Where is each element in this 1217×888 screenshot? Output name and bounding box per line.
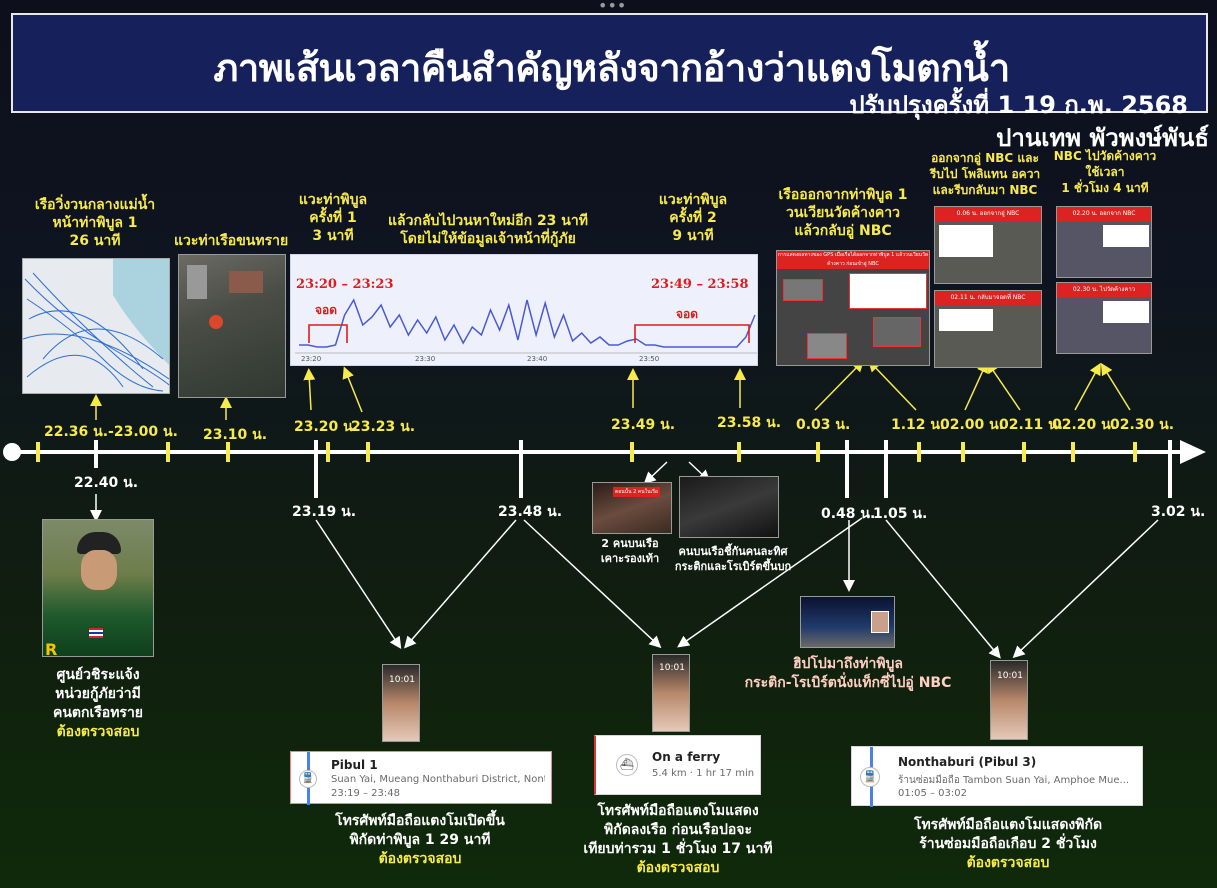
time-2320: 23.20 น. <box>294 419 359 435</box>
author-name: ปานเทพ พัวพงษ์พันธ์ <box>996 124 1209 152</box>
page-title: ภาพเส้นเวลาคืนสำคัญหลังจากอ้างว่าแตงโมตก… <box>213 46 1010 90</box>
location-card-pibul1[interactable]: 🚆 Pibul 1 Suan Yai, Mueang Nonthaburi Di… <box>290 751 552 805</box>
timeline-arrowhead <box>1180 440 1206 464</box>
time-0220: 02.20 น. <box>1052 417 1117 433</box>
xtick-1: 23:20 <box>301 355 322 363</box>
stop-label-1: จอด <box>315 303 338 317</box>
time-0105: 1.05 น. <box>873 506 928 522</box>
yellow-ticks <box>36 442 1137 462</box>
xtick-3: 23:40 <box>527 355 548 363</box>
time-2240: 22.40 น. <box>74 475 139 491</box>
timeline-start-dot <box>3 443 21 461</box>
phone-photo-3: 10:01 <box>990 660 1028 740</box>
flag-icon <box>89 628 103 638</box>
time-0230: 02.30 น. <box>1110 417 1175 433</box>
time-0048: 0.48 น. <box>821 506 876 522</box>
train-icon: 🚆 <box>299 770 317 788</box>
stop-label-2: จอด <box>676 307 699 321</box>
stop-range-2: 23:49 – 23:58 <box>651 277 749 292</box>
location-card-ferry[interactable]: ⛴ On a ferry 5.4 km · 1 hr 17 min <box>594 735 761 795</box>
time-2358: 23.58 น. <box>717 415 782 431</box>
xtick-4: 23:50 <box>639 355 660 363</box>
top-ellipsis: ••• <box>598 0 627 15</box>
white-ticks <box>94 440 1172 498</box>
time-2323: 23.23 น. <box>351 419 416 435</box>
speed-chart: 23:20 – 23:23 จอด 23:49 – 23:58 จอด 23:2… <box>290 254 758 366</box>
phone-note-2: โทรศัพท์มือถือแตงโมแสดง พิกัดลงเรือ ก่อน… <box>583 803 773 876</box>
update-note: ปรับปรุงครั้งที่ 1 19 ก.พ. 2568 <box>849 91 1188 119</box>
time-0200: 02.00 น. <box>940 417 1005 433</box>
map-inset-a: 0.06 น. ออกจากอู่ NBC <box>934 206 1042 284</box>
time-0003: 0.03 น. <box>796 417 851 433</box>
sand-pier-caption: แวะท่าเรือขนทราย <box>174 233 289 249</box>
badge-r: R <box>45 640 58 657</box>
search-caption: แล้วกลับไปวนหาใหม่อีก 23 นาทีโดยไม่ให้ข้… <box>388 213 588 247</box>
phone-photo-1: 10:01 <box>382 664 420 742</box>
time-2310: 23.10 น. <box>203 427 268 443</box>
sand-pier-satellite <box>178 254 286 398</box>
rescue-caption: ศูนย์วชิระแจ้ง หน่วยกู้ภัยว่ามี คนตกเรือ… <box>52 667 144 740</box>
time-2348: 23.48 น. <box>498 504 563 520</box>
stop-bracket-1 <box>308 324 348 343</box>
boat-photo-2 <box>679 476 779 538</box>
speed-plot <box>295 298 757 354</box>
speed-trace <box>299 298 756 348</box>
gps-inset-caption: การแสดงผลทางของ GPS เมื่อเรือได้ออกจากท่… <box>777 251 929 269</box>
map-inset-c: 02.20 น. ออกจาก NBC <box>1056 206 1152 278</box>
left-nbc-caption: ออกจากอู่ NBC และรีบไป โพลิแทน อควาและรี… <box>929 151 1041 197</box>
time-0211: 02.11 น. <box>999 417 1064 433</box>
time-2349: 23.49 น. <box>611 417 676 433</box>
phone-photo-2: 10:01 <box>652 654 690 732</box>
boat-caption-2: คนบนเรือชี้กันคนละทิศกระติกและโรเบิร์ตขึ… <box>674 545 792 573</box>
time-2236: 22.36 น.-23.00 น. <box>44 424 178 440</box>
boat-photo-1-caption: ตอนนั้น 2 คนในเรือ <box>613 487 660 497</box>
river-track-map <box>22 258 170 394</box>
time-0112: 1.12 น. <box>891 417 946 433</box>
time-2319: 23.19 น. <box>292 504 357 520</box>
stop-bracket-2 <box>634 324 750 343</box>
rescue-officer-photo: R <box>42 519 154 657</box>
xtick-2: 23:30 <box>415 355 436 363</box>
location-card-pibul3[interactable]: 🚆 Nonthaburi (Pibul 3) ร้านซ่อมมือถือ Ta… <box>851 746 1143 807</box>
boat-photo-1: ตอนนั้น 2 คนในเรือ <box>592 482 672 534</box>
title-banner: ภาพเส้นเวลาคืนสำคัญหลังจากอ้างว่าแตงโมตก… <box>11 13 1208 119</box>
map-inset-d: 02.30 น. ไปวัดค้างคาว <box>1056 282 1152 354</box>
track-lines <box>23 259 169 393</box>
cctv-photo <box>800 596 895 648</box>
time-0302: 3.02 น. <box>1151 504 1206 520</box>
map-inset-b: 02.11 น. กลับมาจอดที่ NBC <box>934 290 1042 368</box>
phone-note-1: โทรศัพท์มือถือแตงโมเปิดขึ้น พิกัดท่าพิบู… <box>335 813 505 867</box>
stop-range-1: 23:20 – 23:23 <box>296 277 394 292</box>
gps-inset: การแสดงผลทางของ GPS เมื่อเรือได้ออกจากท่… <box>776 250 930 366</box>
boat-caption-1: 2 คนบนเรือเคาะรองเท้า <box>600 537 660 565</box>
phone-note-3: โทรศัพท์มือถือแตงโมแสดงพิกัด ร้านซ่อมมือ… <box>913 817 1103 871</box>
train-icon: 🚆 <box>860 767 880 787</box>
hippo-caption: ฮิปโปมาถึงท่าพิบูลกระติก-โรเบิร์ตนั่งแท็… <box>744 656 952 691</box>
ferry-icon: ⛴ <box>616 754 638 776</box>
